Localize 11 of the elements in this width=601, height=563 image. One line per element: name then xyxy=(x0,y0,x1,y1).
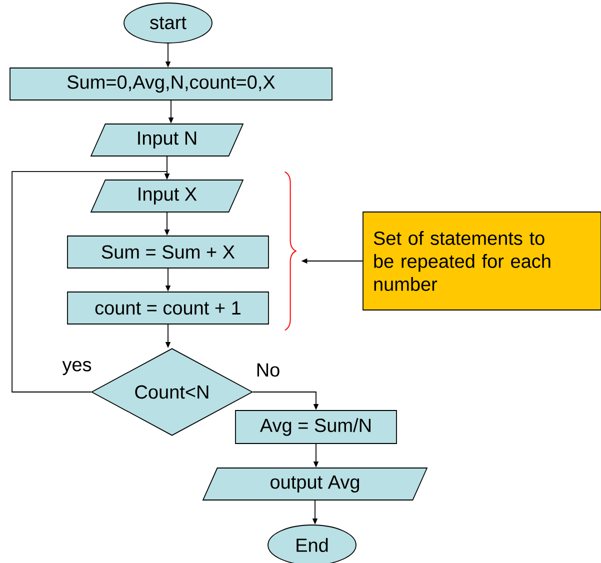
end-oval: End xyxy=(268,524,356,563)
start-oval: start xyxy=(124,2,212,44)
edge-label: No xyxy=(254,362,282,378)
process-box: Sum=0,Avg,N,count=0,X xyxy=(10,68,332,100)
process-box: Avg = Sum/N xyxy=(235,410,397,444)
process-box: count = count + 1 xyxy=(67,292,269,324)
process-box: Sum = Sum + X xyxy=(67,236,269,268)
edge-label: yes xyxy=(61,360,93,376)
callout-box: Set of statements to be repeated for each number xyxy=(362,212,601,310)
brace xyxy=(284,171,296,331)
arrow xyxy=(12,171,170,392)
